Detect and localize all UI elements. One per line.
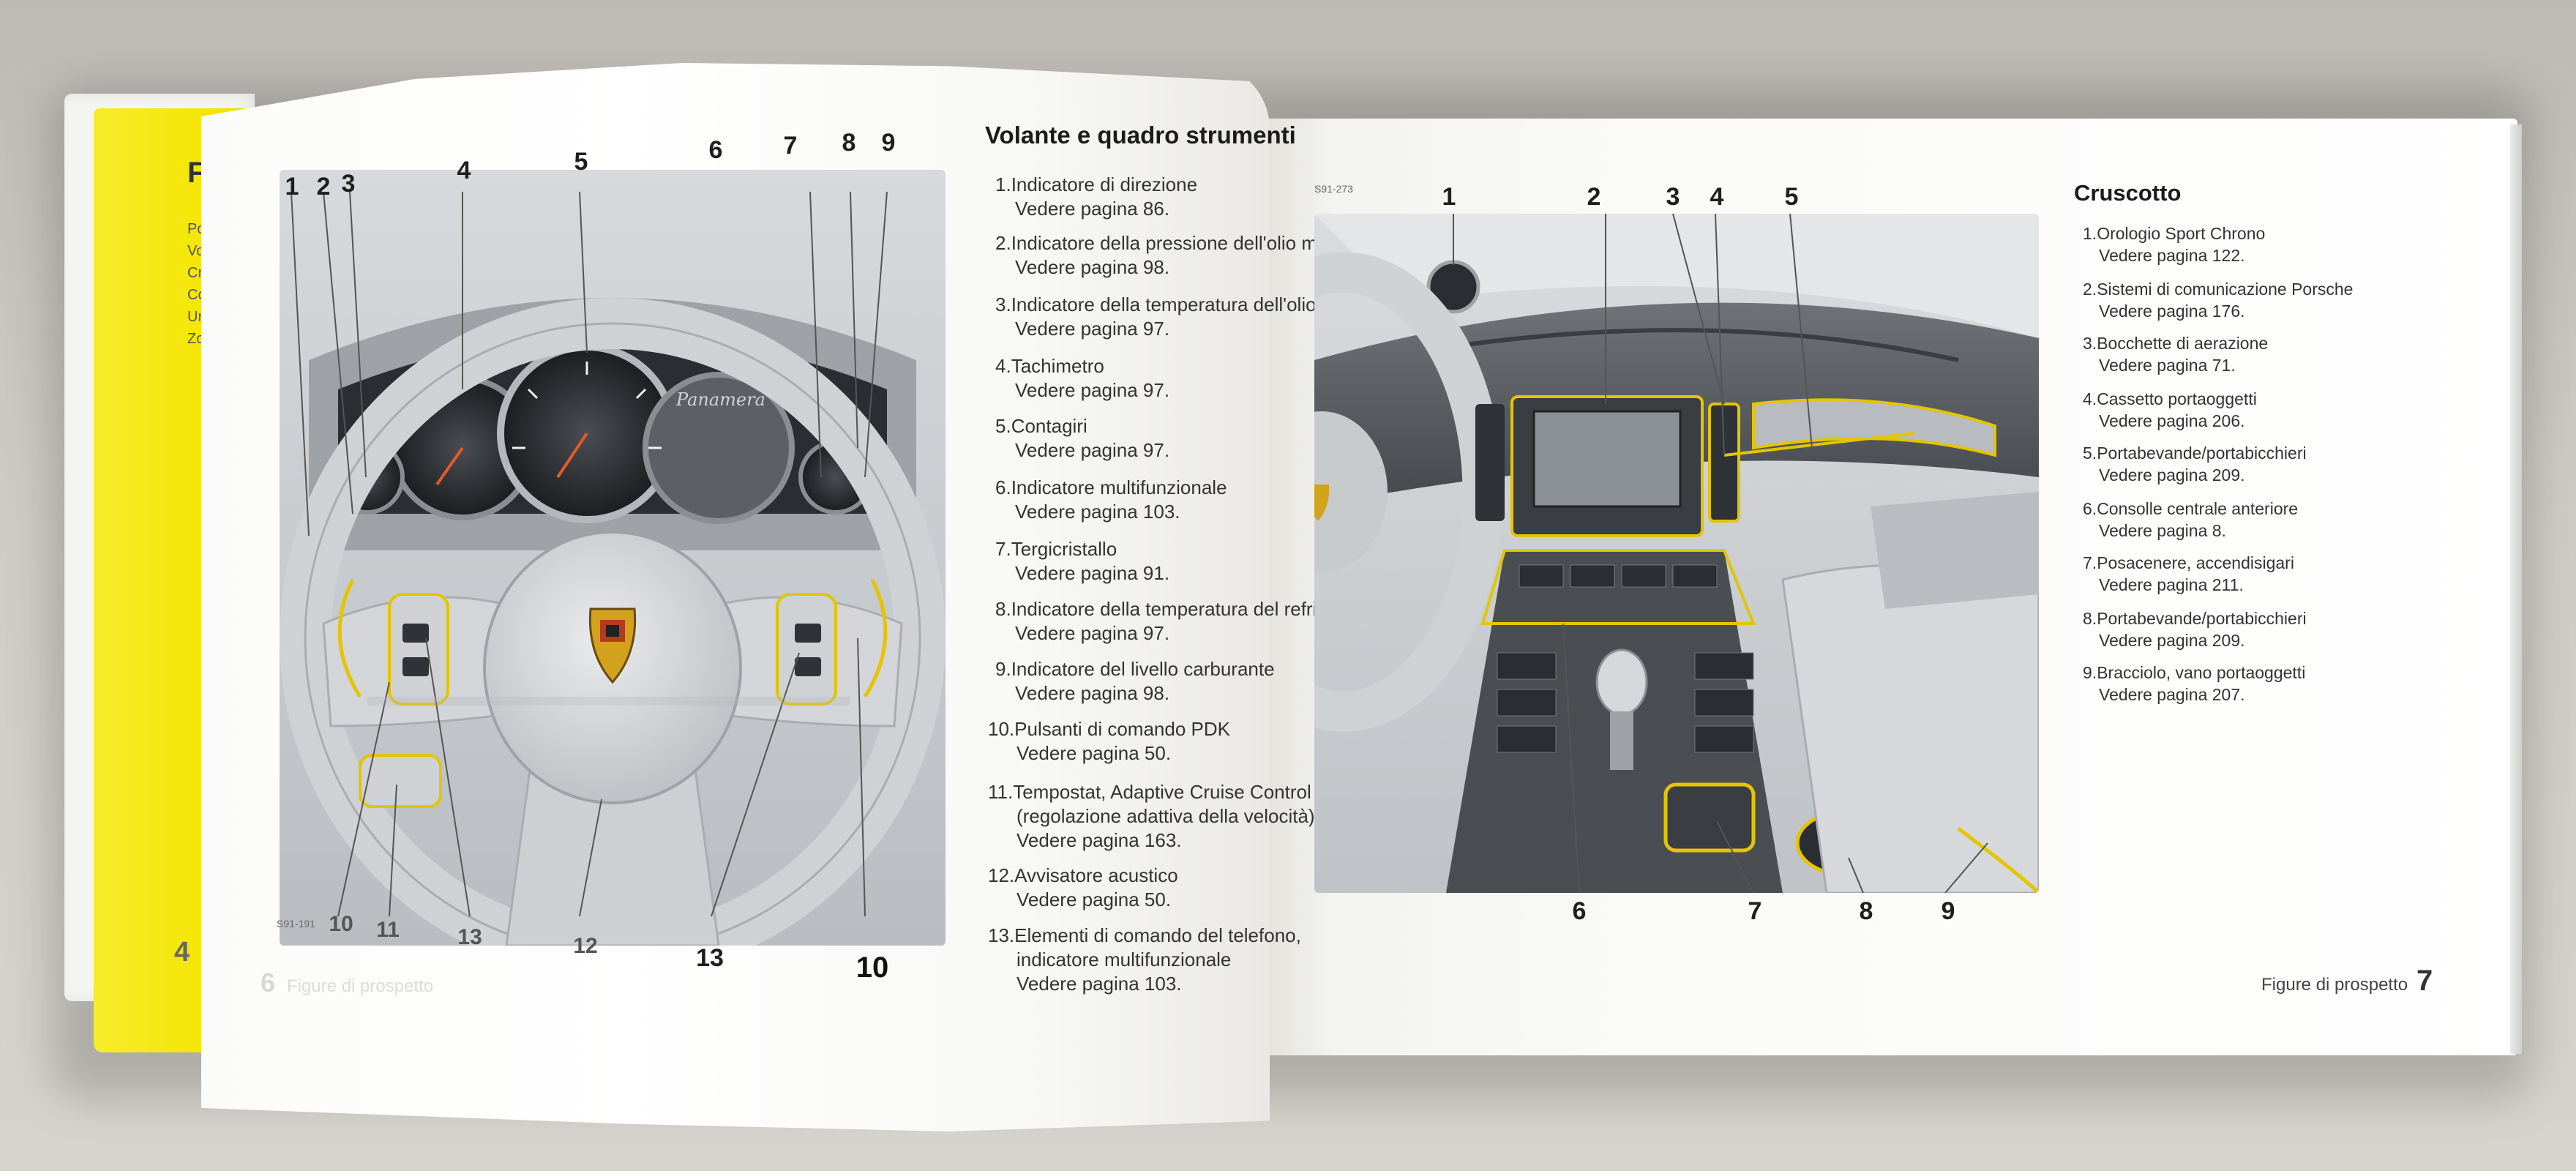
gear-shifter <box>1595 648 1648 716</box>
callout-1: 1 <box>285 173 299 201</box>
under-page-number: 4 <box>174 937 190 968</box>
right-footer-label: Figure di prospetto <box>2261 975 2408 995</box>
callout-10: 10 <box>329 912 353 936</box>
list-item: 6.Indicatore multifunzionale Vedere pagi… <box>995 476 1227 523</box>
callout-r2: 2 <box>1587 183 1601 211</box>
door-panel <box>1871 492 2039 609</box>
callout-4: 4 <box>457 157 471 184</box>
list-item: 3.Bocchette di aerazione Vedere pagina 7… <box>2083 334 2269 375</box>
list-item: 6.Consolle centrale anteriore Vedere pag… <box>2083 499 2299 540</box>
list-item: 2.Indicatore della pressione dell'olio m… <box>995 232 1328 278</box>
list-item: 8.Indicatore della temperatura del refri… <box>995 598 1338 644</box>
callout-leader-lines <box>1453 214 1988 893</box>
callout-13-left: 13 <box>457 925 482 949</box>
list-item: 12.Avvisatore acustico Vedere pagina 50. <box>988 864 1178 910</box>
dashboard-illustration <box>1314 214 2039 893</box>
center-console-front <box>1480 549 1756 625</box>
callout-r8: 8 <box>1859 897 1873 925</box>
list-item: 9.Bracciolo, vano portaoggetti Vedere pa… <box>2083 663 2306 704</box>
list-item: 1.Orologio Sport Chrono Vedere pagina 12… <box>2083 224 2266 265</box>
air-vent-left <box>1475 404 1505 521</box>
left-control-pad <box>388 593 449 706</box>
right-section-title: Cruscotto <box>2074 180 2182 206</box>
steering-wheel-illustration <box>280 170 946 946</box>
left-paddle-highlight <box>337 578 362 698</box>
callout-3: 3 <box>341 170 356 198</box>
callout-r3: 3 <box>1666 183 1680 211</box>
left-footer-label: Figure di prospetto <box>287 976 434 996</box>
callout-5: 5 <box>574 148 588 176</box>
list-item: 2.Sistemi di comunicazione Porsche Veder… <box>2083 280 2354 321</box>
list-item: 7.Tergicristallo Vedere pagina 91. <box>995 538 1170 584</box>
right-figure-code: S91-273 <box>1314 183 1353 195</box>
list-item: 9.Indicatore del livello carburante Vede… <box>995 658 1275 704</box>
callout-2: 2 <box>316 173 331 201</box>
right-page-number: 7 <box>2416 965 2433 997</box>
armrest-highlight <box>1957 827 2039 893</box>
passenger-seat <box>1781 564 2039 893</box>
callout-7: 7 <box>783 132 798 160</box>
callout-r9: 9 <box>1941 897 1955 925</box>
callout-r4: 4 <box>1710 183 1724 211</box>
list-item: 1.Indicatore di direzione Vedere pagina … <box>995 173 1198 220</box>
under-line: Po <box>187 221 206 237</box>
pcm-screen <box>1532 410 1682 508</box>
callout-9: 9 <box>881 129 896 157</box>
list-item: 10.Pulsanti di comando PDK Vedere pagina… <box>988 718 1230 764</box>
list-item: 11.Tempostat, Adaptive Cruise Control (r… <box>988 781 1315 851</box>
callout-6: 6 <box>708 136 723 164</box>
glovebox <box>1752 398 1996 457</box>
callout-11: 11 <box>376 918 400 942</box>
list-item: 3.Indicatore della temperatura dell'olio… <box>995 293 1338 340</box>
callout-r1: 1 <box>1442 183 1456 211</box>
steering-wheel-drawing <box>280 170 946 946</box>
left-page-number: 6 <box>261 968 276 998</box>
list-item: 13.Elementi di comando del telefono, ind… <box>988 924 1301 995</box>
list-item: 7.Posacenere, accendisigari Vedere pagin… <box>2083 553 2294 594</box>
cupholder-strip <box>1723 432 1915 457</box>
console-buttons <box>1497 564 1754 753</box>
callout-10-right: 10 <box>855 951 889 984</box>
list-item: 5.Portabevande/portabicchieri Vedere pag… <box>2083 444 2307 485</box>
speedometer-needle <box>435 446 464 486</box>
callout-13-right: 13 <box>696 944 724 972</box>
right-paddle-highlight <box>863 578 888 698</box>
porsche-crest-small <box>1314 485 1330 521</box>
list-item: 4.Cassetto portaoggetti Vedere pagina 20… <box>2083 389 2257 430</box>
list-item: 8.Portabevande/portabicchieri Vedere pag… <box>2083 609 2307 650</box>
callout-8: 8 <box>842 129 856 157</box>
callout-leader-lines <box>291 191 888 917</box>
dashboard-drawing <box>1314 214 2039 893</box>
list-item: 4.Tachimetro Vedere pagina 97. <box>995 355 1170 401</box>
multifunction-display <box>643 372 795 524</box>
gauge-brand-label: Panamera <box>676 389 765 410</box>
list-item: 5.Contagiri Vedere pagina 97. <box>995 415 1170 461</box>
left-figure-code: S91-191 <box>277 918 315 929</box>
callout-12: 12 <box>573 934 598 958</box>
callout-r5: 5 <box>1784 183 1799 211</box>
left-section-title: Volante e quadro strumenti <box>985 121 1296 149</box>
tachometer-needle <box>556 432 588 479</box>
cruise-control-lever <box>359 754 442 808</box>
gauge-ticks <box>512 362 662 449</box>
right-control-pad <box>776 593 837 706</box>
right-page-edge <box>2510 124 2522 1054</box>
callout-r6: 6 <box>1572 897 1587 925</box>
air-vent-right <box>1708 403 1740 523</box>
callout-r7: 7 <box>1748 897 1762 925</box>
ashtray <box>1663 782 1756 853</box>
